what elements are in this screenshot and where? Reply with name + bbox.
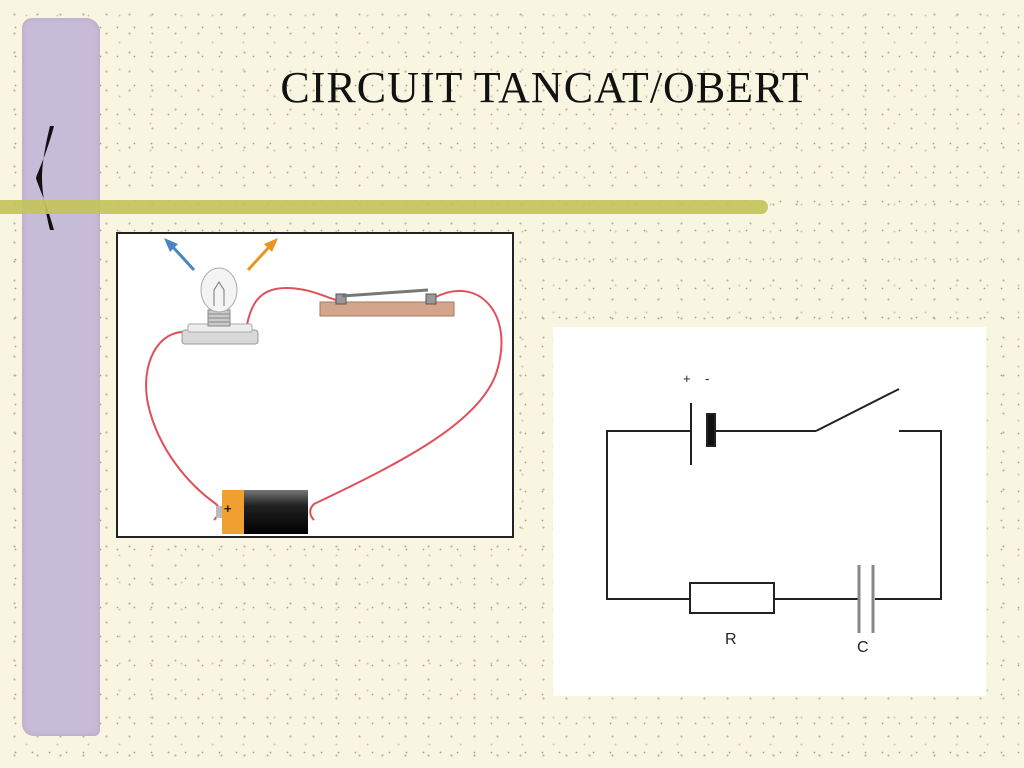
wire-lamp-to-battery — [145, 330, 221, 521]
circuit-schematic: + - R C — [553, 327, 986, 696]
knife-switch-icon — [319, 288, 455, 317]
light-arrow-blue-icon — [164, 238, 196, 272]
chevron-left-icon — [36, 126, 54, 230]
capacitor-label: C — [857, 639, 869, 656]
battery-icon — [216, 490, 308, 534]
schematic-wire-right — [875, 430, 942, 600]
battery-plus-label: + — [683, 371, 691, 386]
title-underline-rule — [0, 200, 768, 214]
decorative-side-bar — [22, 18, 100, 736]
schematic-wire-left — [606, 430, 691, 600]
circuit-illustration: + — [116, 232, 514, 538]
resistor-symbol — [689, 582, 775, 614]
battery-minus-label: - — [705, 371, 710, 386]
wire-lamp-to-switch — [245, 286, 337, 331]
slide-title: CIRCUIT TANCAT/OBERT — [280, 63, 810, 112]
wire-switch-to-battery — [309, 290, 503, 521]
light-bulb-icon — [181, 267, 259, 345]
open-switch-blade — [815, 388, 900, 432]
light-arrow-orange-icon — [246, 238, 278, 272]
battery-short-plate — [706, 413, 716, 447]
battery-plus-label: + — [224, 501, 232, 516]
resistor-label: R — [725, 631, 737, 648]
